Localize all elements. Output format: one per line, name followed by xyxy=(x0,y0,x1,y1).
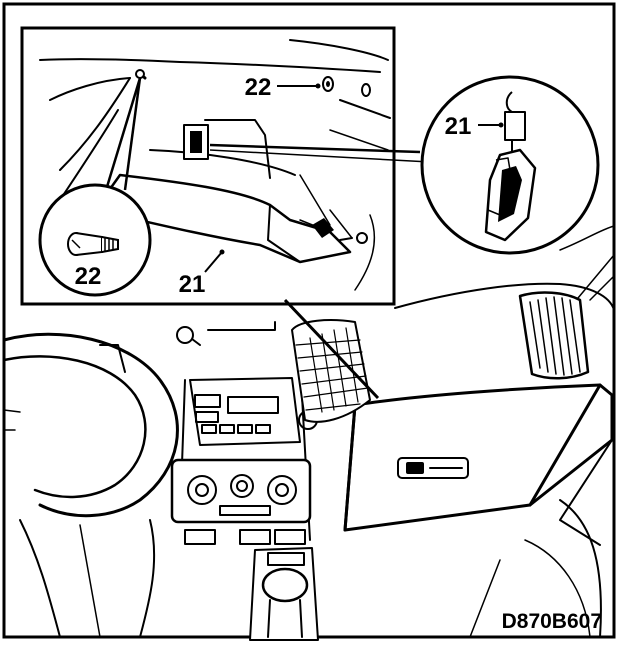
clip-callout: 21 xyxy=(445,113,472,140)
clip-detail-circle: 21 xyxy=(420,75,600,255)
steering-wheel xyxy=(2,332,179,638)
panel-screw-callout: 22 xyxy=(245,74,272,101)
screw-icon xyxy=(67,232,119,256)
screw-callout: 22 xyxy=(75,263,102,290)
center-console xyxy=(179,359,318,541)
climate-controls xyxy=(170,458,312,545)
figure-code: D870B607 xyxy=(502,610,602,633)
gear-shift xyxy=(249,547,319,641)
clip-icon xyxy=(484,91,537,242)
right-air-vent xyxy=(518,291,590,380)
glove-box xyxy=(343,383,614,546)
dashboard-scene xyxy=(2,225,615,641)
screw-detail-circle: 22 xyxy=(38,183,152,297)
center-air-vent xyxy=(291,319,371,423)
panel-callout: 21 xyxy=(179,271,206,298)
